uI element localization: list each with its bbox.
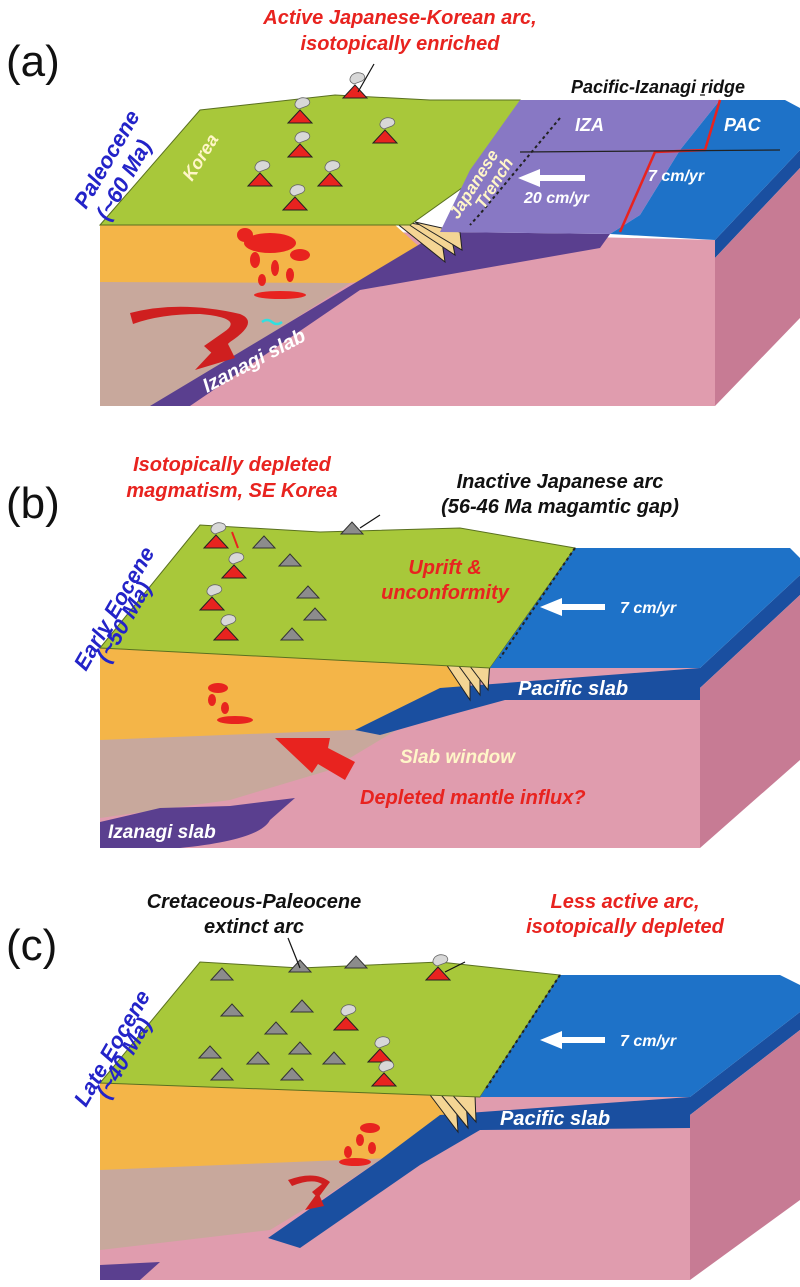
izanagi-plate-surface-a (440, 100, 720, 234)
motion-arrow-b (540, 598, 605, 616)
pacific-plate-surface-c (480, 975, 800, 1097)
inactive-arc-line2-b: (56-46 Ma magamtic gap) (441, 496, 679, 518)
rate-iza-label-a: 20 cm/yr (523, 190, 590, 207)
block-right-face-a (715, 168, 800, 406)
trench-teeth-b (499, 547, 576, 659)
panel-letter-a: (a) (6, 37, 60, 86)
magma-blobs-c (339, 1123, 380, 1166)
panel-letter-c: (c) (6, 921, 57, 970)
influx-arrow-b (275, 738, 355, 780)
depleted-label-line1-b: Isotopically depleted (133, 454, 332, 476)
korea-surface-c (98, 961, 561, 1098)
pacific-plate-surface-a (610, 100, 800, 240)
trench-teeth-c (484, 974, 561, 1091)
uplift-line1-b: Uprift & (408, 557, 481, 579)
arc-label-line2-a: isotopically enriched (301, 33, 501, 55)
pacific-side-face-c (690, 1012, 800, 1115)
pacific-slab-shape-b (355, 668, 700, 735)
pacific-slab-label-b: Pacific slab (518, 678, 628, 700)
korea-surface-a (98, 94, 561, 226)
old-slab-tip-c (100, 1262, 160, 1280)
pacific-slab-label-c: Pacific slab (500, 1108, 610, 1130)
block-right-face-c (690, 1030, 800, 1280)
izanagi-slab-shape-b (100, 798, 295, 848)
panel-a: (a) Paleocene (~60 Ma) Active Japanese-K… (6, 7, 800, 406)
motion-arrow-a (518, 169, 585, 187)
depleted-label-line2-b: magmatism, SE Korea (126, 480, 337, 502)
inactive-arc-line1-b: Inactive Japanese arc (457, 471, 664, 493)
rate-label-b: 7 cm/yr (620, 600, 677, 617)
rate-pac-label-a: 7 cm/yr (648, 168, 705, 185)
pacific-plate-surface-b (490, 548, 800, 668)
panel-letter-b: (b) (6, 479, 60, 528)
rate-label-c: 7 cm/yr (620, 1033, 677, 1050)
pac-label-a: PAC (724, 115, 762, 135)
convection-arrow-a (130, 306, 248, 356)
pacific-side-face-a (715, 150, 800, 258)
block-right-face-b (700, 595, 800, 848)
motion-arrow-c (540, 1031, 605, 1049)
panel-b: (b) Early Eocene (~50 Ma) Isotopically d… (6, 454, 800, 848)
extinct-arc-line1-c: Cretaceous-Paleocene (147, 891, 362, 913)
convection-arrow-c (288, 1175, 330, 1198)
pacific-side-face-b (700, 575, 800, 688)
less-active-line1-c: Less active arc, (551, 891, 700, 913)
panel-c: (c) Late Eocene (~40 Ma) Cretaceous-Pale… (6, 891, 800, 1280)
mantle-wedge-c (100, 1150, 395, 1250)
iza-label-a: IZA (575, 115, 604, 135)
uplift-line2-b: unconformity (381, 582, 510, 604)
less-active-line2-c: isotopically depleted (526, 916, 725, 938)
izanagi-slab-label-b: Izanagi slab (108, 822, 216, 843)
ridge-label-a: Pacific-Izanagi ridge (571, 77, 745, 97)
influx-label-b: Depleted mantle influx? (360, 787, 586, 809)
izanagi-slab-shape-a (150, 232, 610, 406)
magma-blobs-a (237, 228, 310, 299)
slab-window-label-b: Slab window (400, 747, 516, 768)
accretionary-wedge-a (393, 221, 463, 264)
crust-a (100, 225, 445, 283)
mantle-wedge-b (100, 722, 410, 818)
magma-blobs-b (208, 683, 253, 724)
arc-label-line1-a: Active Japanese-Korean arc, (262, 7, 536, 29)
pacific-slab-shape-c (268, 1097, 690, 1248)
extinct-arc-line2-c: extinct arc (204, 916, 304, 938)
